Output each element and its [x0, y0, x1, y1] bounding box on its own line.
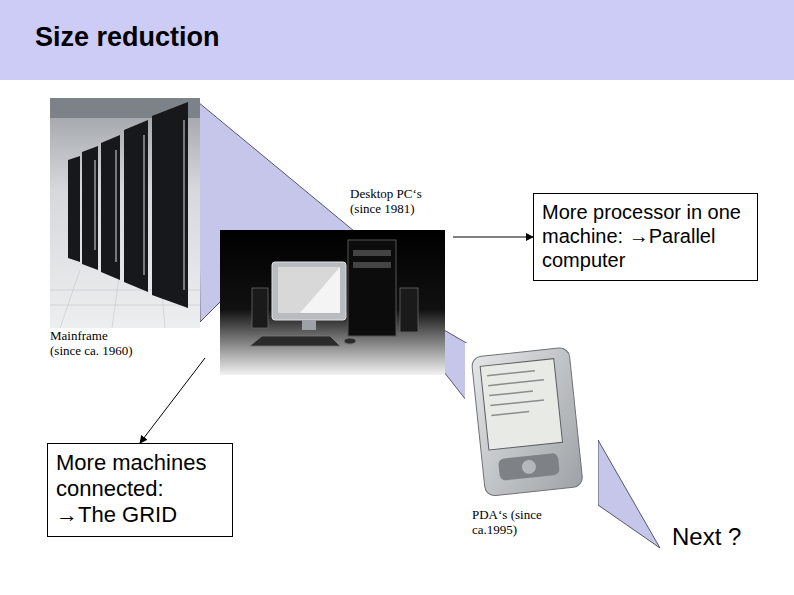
mainframe-picture: [50, 98, 200, 328]
figure-caption: Mainframe (since ca. 1960): [50, 328, 138, 358]
mainframe-figure: Mainframe (since ca. 1960): [48, 96, 213, 358]
size-wedges: [198, 102, 660, 548]
box-text: More machines connected: →The GRID: [56, 450, 224, 528]
process-box: More machines connected: →The GRID: [47, 443, 233, 537]
pda-picture: [465, 343, 598, 505]
figure-caption: PDA‘s (since ca.1995): [472, 507, 562, 537]
desktop-figure: Desktop PC‘s (since 1981): [220, 186, 453, 366]
pda-figure: PDA‘s (since ca.1995): [465, 342, 600, 537]
figure-caption: Desktop PC‘s (since 1981): [350, 186, 445, 216]
slide-title: Size reduction: [35, 22, 220, 53]
desktop-pc-picture: [220, 230, 445, 375]
arrow-connector: [453, 237, 533, 238]
box-text: More processor in one machine: →Parallel…: [542, 200, 749, 272]
arrow-connector: [140, 358, 205, 443]
process-box: More processor in one machine: →Parallel…: [533, 193, 758, 281]
title-bar: [0, 0, 794, 80]
note-label: Next ?: [672, 523, 741, 551]
